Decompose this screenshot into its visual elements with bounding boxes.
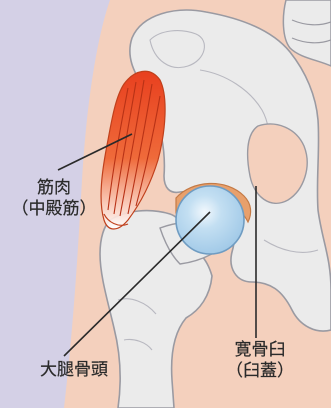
- muscle-label: 筋肉 （中殿筋）: [6, 178, 102, 220]
- femoral-head: [176, 186, 244, 254]
- femoral-head-label: 大腿骨頭: [40, 360, 108, 381]
- muscle-label-line2: （中殿筋）: [6, 199, 102, 220]
- acetabulum-label-line2: （臼蓋）: [208, 361, 312, 382]
- acetabulum-label-line1: 寛骨臼: [208, 340, 312, 361]
- acetabulum-label: 寛骨臼 （臼蓋）: [208, 340, 312, 382]
- muscle-label-line1: 筋肉: [6, 178, 102, 199]
